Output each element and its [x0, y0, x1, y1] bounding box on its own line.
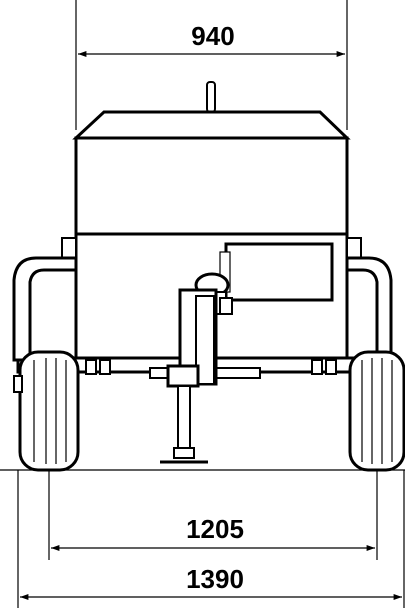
left-mount-foot-b — [99, 359, 111, 375]
top-dimension: 940 — [75, 0, 348, 130]
left-tire — [18, 350, 80, 472]
stand-inner-post — [195, 295, 215, 385]
crank-lock — [219, 297, 233, 315]
housing-upper-body — [74, 136, 349, 236]
right-mount-foot-b — [325, 359, 337, 375]
left-mount-foot-a — [85, 359, 97, 375]
left-reflector — [13, 375, 23, 393]
overall-dimension: 1390 — [17, 470, 405, 608]
right-tire — [348, 350, 405, 472]
track-dimension-label: 1205 — [186, 514, 244, 544]
right-mount-foot-a — [311, 359, 323, 375]
top-dimension-label: 940 — [191, 21, 234, 51]
left-mudguard — [12, 256, 78, 362]
stand-foot-pad — [173, 447, 195, 459]
housing-roof — [72, 110, 351, 140]
track-dimension: 1205 — [48, 470, 378, 560]
right-wheel — [348, 350, 405, 472]
left-wheel — [13, 350, 80, 472]
stand-clamp — [166, 364, 200, 388]
jockey-stand — [160, 272, 233, 464]
right-mudguard — [345, 256, 393, 362]
generator-housing — [61, 81, 362, 362]
control-panel — [224, 242, 334, 302]
stand-lower-leg — [177, 385, 191, 449]
overall-dimension-label: 1390 — [186, 564, 244, 594]
exhaust-pipe — [206, 81, 216, 113]
